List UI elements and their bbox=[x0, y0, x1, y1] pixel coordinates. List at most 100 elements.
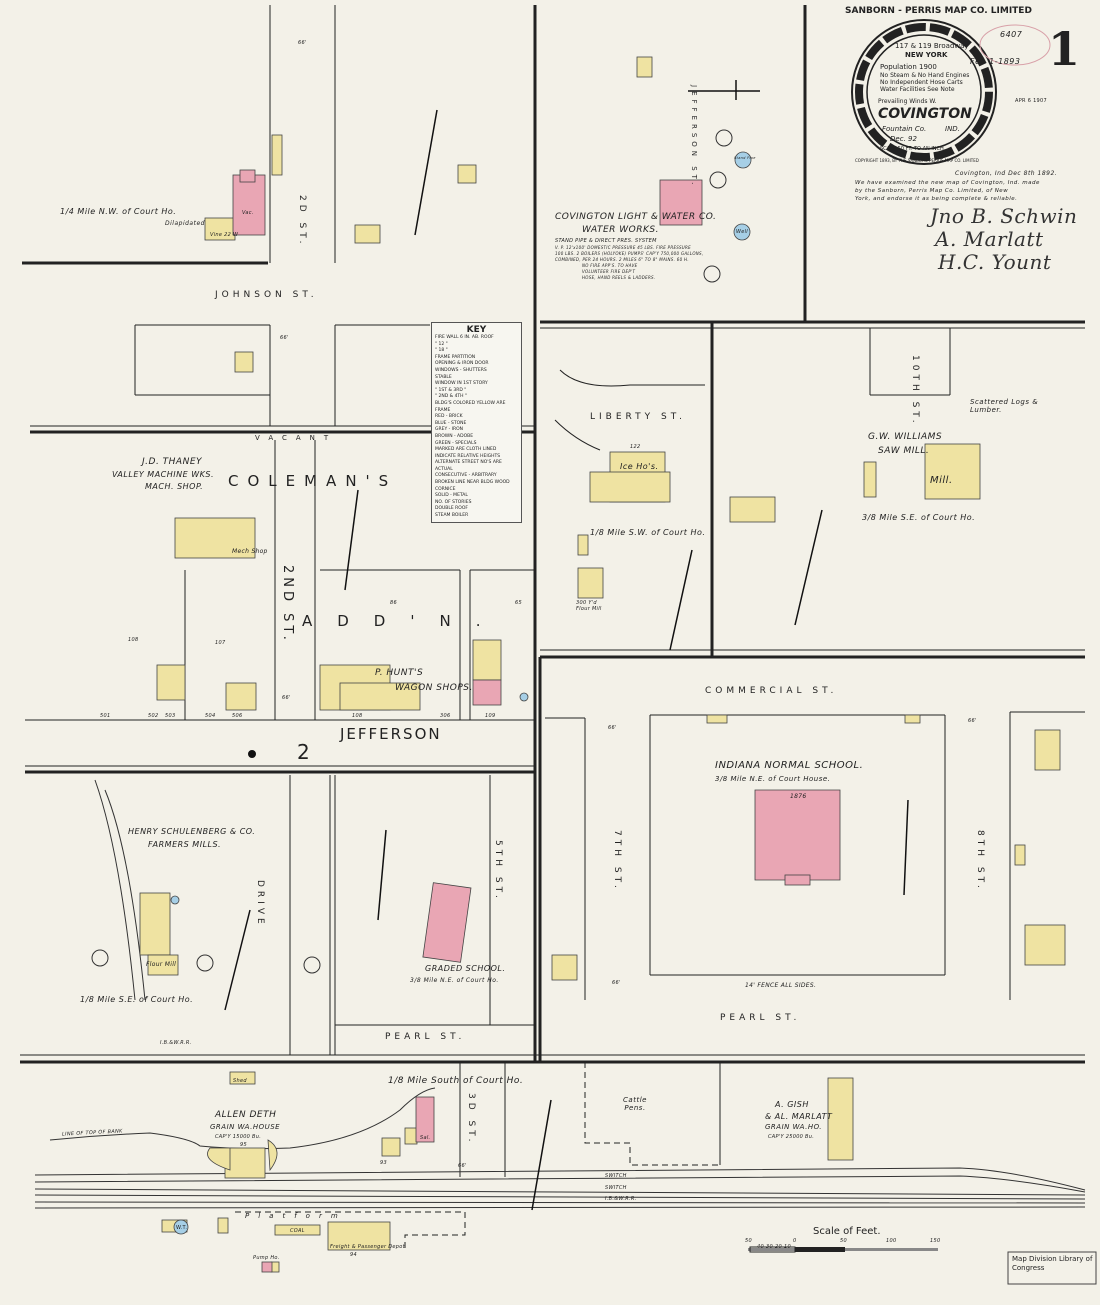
key-item: OPENING & IRON DOOR bbox=[435, 361, 489, 367]
key-item: GREY - IRON bbox=[435, 427, 464, 433]
well-label: Well bbox=[736, 229, 748, 235]
street-jefferson: JEFFERSON bbox=[340, 725, 442, 743]
endorsement-line: We have examined the new map of Covingto… bbox=[855, 180, 1040, 186]
street-width: 66' bbox=[280, 335, 289, 341]
key-item: FRAME PARTITION bbox=[435, 354, 476, 360]
dilapidated-label: Dilapidated bbox=[165, 220, 205, 227]
gish-partner: & AL. MARLATT bbox=[765, 1112, 833, 1121]
lot-number: 65 bbox=[515, 600, 522, 606]
fence-label: 14' FENCE ALL SIDES. bbox=[745, 982, 817, 989]
address-number: 306 bbox=[440, 713, 451, 719]
map-key: KEY FIRE WALL 6 IN. AB. ROOF " 12 " " 18… bbox=[431, 322, 522, 523]
scale-tick: 20 bbox=[775, 1244, 782, 1250]
seal-city: NEW YORK bbox=[905, 51, 948, 59]
thaney-name: J.D. THANEY bbox=[142, 457, 203, 467]
address-number: 501 bbox=[100, 713, 111, 719]
address-number: 504 bbox=[205, 713, 216, 719]
graded-school-distance: 3/8 Mile N.E. of Court Ho. bbox=[410, 977, 499, 984]
receipt-stamp bbox=[979, 24, 1051, 66]
accession-number: 6407 bbox=[1000, 30, 1023, 39]
key-item: BROWN - ADOBE bbox=[435, 433, 474, 439]
signature: H.C. Yount bbox=[938, 250, 1052, 274]
gish-capacity: CAP'Y 25000 Bu. bbox=[768, 1134, 815, 1140]
distance-label: 3/8 Mile S.E. of Court Ho. bbox=[862, 513, 976, 522]
copyright-stamp: APR 6 1907 bbox=[1015, 98, 1047, 104]
stand-pipe-label: Stand Pipe bbox=[734, 156, 756, 160]
date-received: Feb 1-1893 bbox=[970, 57, 1021, 66]
key-item: BLDG'S COLORED YELLOW ARE FRAME bbox=[435, 400, 506, 413]
scale-tick: 50 bbox=[745, 1238, 752, 1244]
street-3d: 3D ST. bbox=[466, 1093, 476, 1146]
key-side-label: DOUBLE ROOF bbox=[435, 506, 468, 512]
company-seal bbox=[851, 19, 997, 165]
waterworks-name: COVINGTON LIGHT & WATER CO. bbox=[555, 212, 717, 222]
endorsement-line: York, and endorse it as being complete &… bbox=[855, 196, 1018, 202]
key-item: STABLE bbox=[435, 374, 452, 380]
coal-label: COAL bbox=[290, 1228, 305, 1234]
buildings-frame bbox=[139, 56, 1066, 1273]
hydrant-marker bbox=[248, 750, 256, 758]
address-number: 506 bbox=[232, 713, 243, 719]
endorsement-line: by the Sanborn, Perris Map Co. Limited, … bbox=[855, 188, 1009, 194]
vac-label: Vac. bbox=[242, 210, 254, 216]
lumber-label: Scattered Logs & Lumber. bbox=[970, 398, 1039, 414]
deth-title: GRAIN WA.HOUSE bbox=[210, 1123, 281, 1131]
key-item: ALTERNATE STREET NO'S ARE ACTUAL bbox=[435, 460, 502, 472]
key-item: MARKED ARE CLOTH LINED bbox=[435, 447, 497, 453]
key-item: SOLID - METAL bbox=[435, 493, 468, 499]
library-stamp: Map Division Library of Congress bbox=[1012, 1255, 1093, 1272]
seal-water: Water Facilities See Note bbox=[880, 86, 955, 93]
railroad-tracks bbox=[34, 779, 1086, 1209]
railroad-label: I.B.&W.R.R. bbox=[160, 1040, 192, 1046]
key-item: BLUE - STONE bbox=[435, 420, 467, 426]
key-side-label: NO. OF STORIES bbox=[435, 499, 472, 505]
seal-address: 117 & 119 Broadway bbox=[895, 42, 969, 50]
lot-number: 86 bbox=[390, 600, 397, 606]
addition-addn: ADD'N. bbox=[302, 612, 506, 630]
saloon-label: Sal. bbox=[420, 1135, 431, 1141]
key-item: GREEN - SPECIALS bbox=[435, 440, 477, 446]
water-tank-label: W.T. bbox=[176, 1225, 188, 1231]
seal-engines: No Steam & No Hand Engines bbox=[880, 72, 970, 79]
pump-house-label: Pump Ho. bbox=[253, 1255, 280, 1261]
address-number: 503 bbox=[165, 713, 176, 719]
normal-school-name: INDIANA NORMAL SCHOOL. bbox=[715, 760, 864, 771]
hunt-name: P. HUNT'S bbox=[375, 668, 424, 678]
flour-mill-distance: 300 Y'd Flour Mill bbox=[576, 600, 602, 612]
deth-capacity: CAP'Y 15000 Bu. bbox=[215, 1134, 262, 1140]
key-item: " 1ST & 3RD " bbox=[435, 387, 467, 393]
seal-company: SANBORN - PERRIS MAP CO. LIMITED bbox=[845, 6, 1032, 16]
key-item: RED - BRICK bbox=[435, 414, 463, 420]
scale-tick: 0 bbox=[793, 1238, 797, 1244]
street-2nd: 2ND ST. bbox=[280, 565, 295, 644]
waterworks-title: WATER WORKS. bbox=[582, 225, 659, 235]
thaney-works: VALLEY MACHINE WKS. bbox=[112, 470, 214, 479]
drive-label: DRIVE bbox=[255, 880, 265, 928]
vacant-label: VACANT bbox=[255, 434, 338, 442]
key-title: KEY bbox=[466, 325, 487, 335]
waterworks-spec: 100 LBS. 2 BOILERS (HOLYOKE) PUMPS' CAP'… bbox=[555, 251, 704, 256]
seal-population: Population 1900 bbox=[880, 63, 937, 71]
hunt-title: WAGON SHOPS. bbox=[395, 683, 473, 693]
lot-number: 108 bbox=[128, 637, 139, 643]
key-item: WINDOW IN 1ST STORY bbox=[435, 381, 488, 387]
williams-title: SAW MILL. bbox=[878, 446, 930, 456]
north-arrows bbox=[224, 80, 909, 1211]
waterworks-spec: VOLUNTEER FIRE DEP'T bbox=[582, 269, 636, 274]
street-2d: 2D ST. bbox=[297, 195, 307, 248]
seal-town: COVINGTON bbox=[878, 106, 972, 122]
distance-label: 1/8 Mile South of Court Ho. bbox=[388, 1076, 524, 1086]
lot-number: 122 bbox=[630, 444, 641, 450]
signature: Jno B. Schwin bbox=[930, 204, 1078, 228]
switch-label: SWITCH bbox=[605, 1173, 627, 1179]
key-item: FIRE WALL 6 IN. AB. ROOF bbox=[435, 335, 494, 340]
vine-label: Vine 22 W bbox=[210, 232, 239, 238]
depot-label: Freight & Passenger Depot bbox=[330, 1244, 405, 1250]
shed-label: Shed bbox=[233, 1078, 247, 1084]
addition-coleman: COLEMAN'S bbox=[228, 472, 398, 490]
gish-name: A. GISH bbox=[775, 1100, 809, 1109]
street-10th: 10TH ST. bbox=[910, 355, 920, 427]
street-jefferson-v: JEFFERSON ST. bbox=[690, 85, 698, 189]
gish-title: GRAIN WA.HO. bbox=[765, 1123, 823, 1131]
scale-tick: 30 bbox=[766, 1244, 773, 1250]
